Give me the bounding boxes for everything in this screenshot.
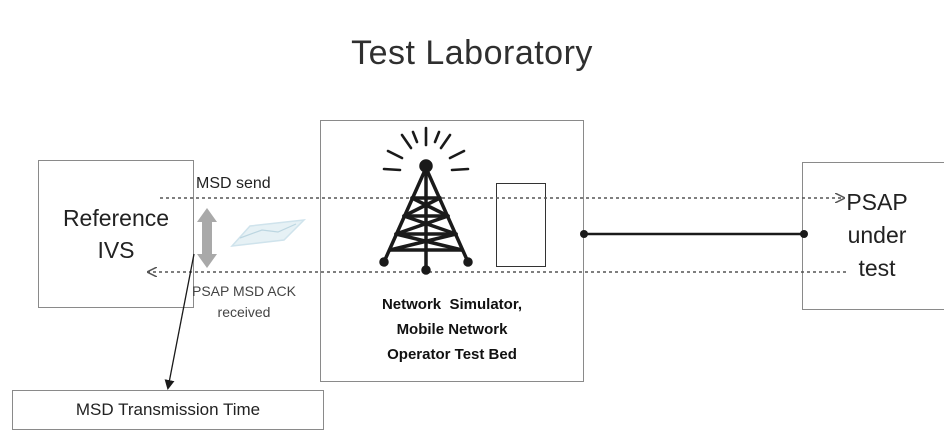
psap-box xyxy=(802,162,944,310)
radio-tower-icon xyxy=(379,159,473,275)
psap-line2: under xyxy=(847,222,907,248)
psap-ack-label: PSAP MSD ACK received xyxy=(184,281,304,323)
reference-ivs-line1: Reference xyxy=(62,205,170,231)
psap-line3: test xyxy=(858,255,896,281)
device-icon xyxy=(496,183,546,267)
msd-send-label: MSD send xyxy=(196,175,271,192)
signal-waves-icon xyxy=(382,126,470,172)
psap-line1: PSAP xyxy=(846,189,908,215)
msd-transmission-time-box xyxy=(12,390,324,430)
diagram-title: Test Laboratory xyxy=(351,34,593,72)
reference-ivs-label: Reference IVS xyxy=(38,202,194,266)
reference-ivs-box xyxy=(38,160,194,308)
simulator-psap-connection xyxy=(580,230,808,238)
msd-transmission-time-label: MSD Transmission Time xyxy=(75,400,261,419)
double-arrow-icon xyxy=(197,208,217,268)
network-simulator-label: Network Simulator, Mobile Network Operat… xyxy=(320,292,584,367)
signal-waves-icon xyxy=(230,219,307,247)
network-simulator-line2: Mobile Network xyxy=(396,321,508,338)
network-simulator-line1: Network Simulator, xyxy=(381,296,523,313)
network-simulator-line3: Operator Test Bed xyxy=(387,346,517,363)
reference-ivs-line2: IVS xyxy=(97,237,135,263)
psap-label: PSAP under test xyxy=(802,186,944,285)
msd-transmission-time-pointer xyxy=(164,253,195,390)
psap-ack-line1: PSAP MSD ACK xyxy=(191,283,296,299)
psap-ack-line2: received xyxy=(217,304,271,320)
